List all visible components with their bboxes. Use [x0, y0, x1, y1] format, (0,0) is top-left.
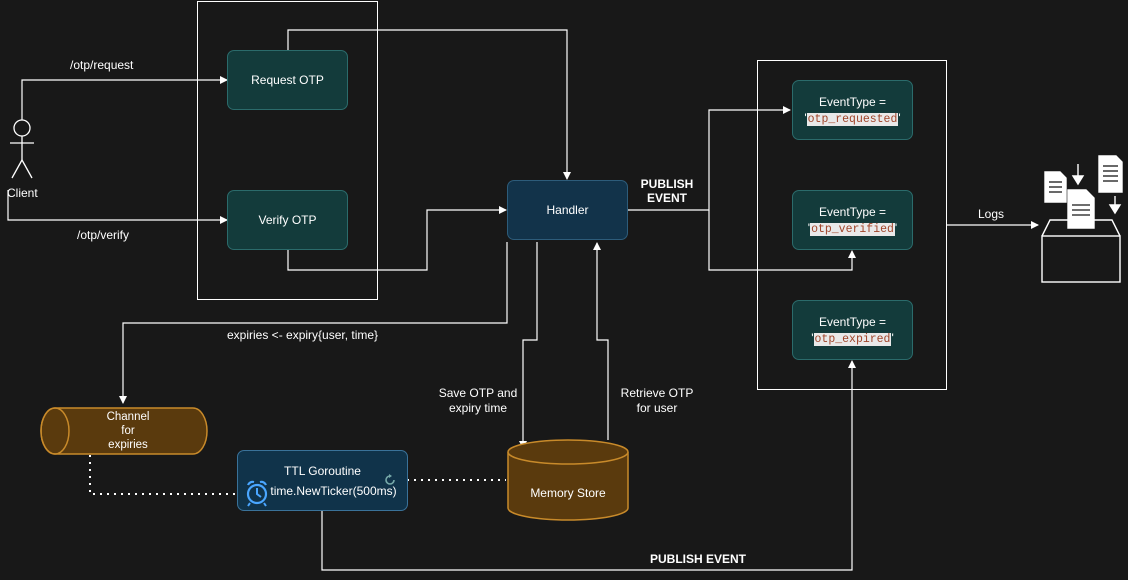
- channel-to-ttl-dotted-link: [89, 455, 237, 495]
- client-to-verify-connector: [7, 190, 228, 224]
- event-expired-code: otp_expired: [813, 332, 892, 346]
- publish-event-label-bottom: PUBLISH EVENT: [650, 552, 747, 566]
- stick-figure-icon: [10, 119, 34, 179]
- event-requested-node[interactable]: EventType = 'otp_requested': [792, 80, 913, 140]
- event-verified-node[interactable]: EventType = 'otp_verified': [792, 190, 913, 250]
- handler-to-channel-connector: [119, 242, 508, 404]
- handler-to-events-connector: [628, 106, 791, 211]
- verify-otp-node[interactable]: Verify OTP: [227, 190, 348, 250]
- handler-label: Handler: [546, 203, 589, 217]
- event-verified-code: otp_verified: [810, 222, 895, 236]
- verify-to-handler-connector: [287, 206, 507, 271]
- handler-node[interactable]: Handler: [507, 180, 628, 240]
- memory-store-label: Memory Store: [530, 486, 606, 500]
- client-to-request-connector: [21, 76, 228, 120]
- memory-store-cylinder: [507, 439, 629, 521]
- logs-label: Logs: [978, 207, 1005, 221]
- alarm-clock-icon: [246, 480, 268, 507]
- events-group-frame: [757, 60, 947, 390]
- verify-otp-label: Verify OTP: [258, 213, 317, 227]
- event-expired-node[interactable]: EventType = 'otp_expired': [792, 300, 913, 360]
- request-to-handler-connector: [287, 29, 571, 180]
- expiry-label: expiries <- expiry{user, time}: [227, 328, 379, 342]
- ttl-goroutine-title: TTL Goroutine: [284, 463, 361, 478]
- otp-request-route-label: /otp/request: [70, 58, 134, 72]
- request-otp-label: Request OTP: [251, 73, 324, 87]
- retrieve-otp-label: Retrieve OTP for user: [620, 386, 694, 415]
- api-group-frame: [197, 1, 378, 300]
- save-otp-label: Save OTP and expiry time: [438, 386, 518, 415]
- event-verified-prefix: EventType =: [818, 204, 887, 219]
- publish-event-label-top: PUBLISH EVENT: [640, 177, 694, 205]
- channel-cylinder: [40, 407, 208, 455]
- event-expired-prefix: EventType =: [818, 314, 887, 329]
- ttl-to-expired-connector: [321, 360, 856, 571]
- otp-verify-route-label: /otp/verify: [77, 228, 130, 242]
- client-label: Client: [7, 186, 38, 200]
- store-to-handler-connector: [593, 242, 609, 440]
- event-requested-code: otp_requested: [806, 112, 899, 126]
- request-otp-node[interactable]: Request OTP: [227, 50, 348, 110]
- refresh-icon: [385, 474, 395, 485]
- ttl-ticker-label: time.NewTicker(500ms): [270, 483, 397, 498]
- ttl-goroutine-node[interactable]: TTL Goroutine time.NewTicker(500ms): [237, 450, 408, 511]
- handler-to-store-connector: [519, 242, 538, 449]
- log-archive-icon: [1041, 155, 1123, 283]
- event-requested-prefix: EventType =: [818, 94, 887, 109]
- handler-to-verified-connector: [708, 210, 856, 271]
- channel-label: Channel for expiries: [106, 411, 150, 451]
